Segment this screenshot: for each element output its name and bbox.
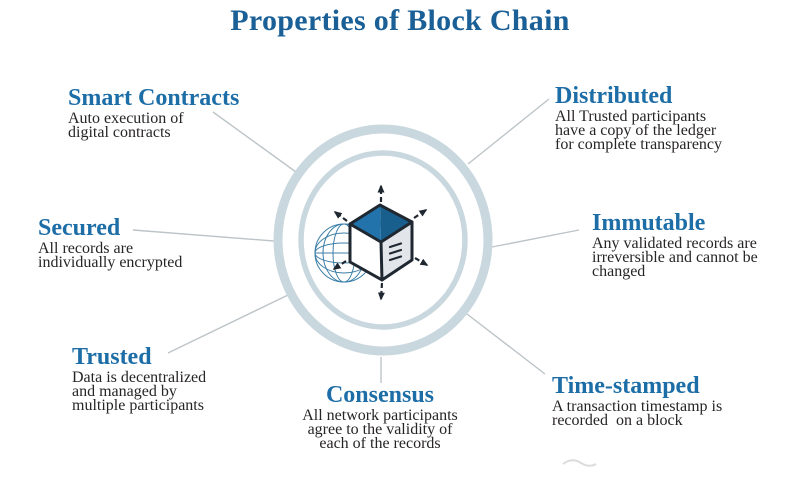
property-smart-contracts: Smart Contracts Auto execution of digita… xyxy=(68,85,240,142)
property-trusted-description: Data is decentralized and managed by mul… xyxy=(72,369,207,415)
connector-line-secured xyxy=(132,229,275,242)
blockchain-cube-icon xyxy=(348,203,414,282)
double-circle-rings xyxy=(273,124,493,356)
arrow-lower-right-icon xyxy=(414,257,429,266)
property-smart-contracts-title: Smart Contracts xyxy=(68,85,240,111)
connector-line-smart-contracts xyxy=(212,111,297,173)
property-consensus: Consensus All network participants agree… xyxy=(275,383,485,452)
property-consensus-description: All network participants agree to the va… xyxy=(302,407,458,453)
cube-list-lines-icon xyxy=(388,242,403,262)
connector-line-distributed xyxy=(467,98,550,165)
connector-line-time-stamped xyxy=(466,313,546,375)
connector-line-trusted xyxy=(167,294,289,354)
arrow-upper-right-icon xyxy=(413,209,428,219)
property-time-stamped: Time-stamped A transaction timestamp is … xyxy=(552,373,723,430)
direction-arrows-icon xyxy=(332,184,429,301)
connector-line-immutable xyxy=(491,229,580,248)
property-consensus-title: Consensus xyxy=(325,382,435,408)
arrow-upper-left-icon xyxy=(333,211,348,222)
faint-watermark xyxy=(562,459,597,467)
page-title: Properties of Block Chain xyxy=(230,4,570,37)
property-secured: Secured All records are individually enc… xyxy=(38,215,183,272)
property-distributed: Distributed All Trusted participants hav… xyxy=(555,84,722,153)
property-smart-contracts-description: Auto execution of digital contracts xyxy=(68,110,184,142)
property-immutable-title: Immutable xyxy=(592,210,706,236)
arrow-down-icon xyxy=(377,282,385,301)
property-distributed-description: All Trusted participants have a copy of … xyxy=(555,108,723,154)
property-time-stamped-description: A transaction timestamp is recorded on a… xyxy=(552,398,723,430)
property-secured-title: Secured xyxy=(38,215,121,241)
arrow-lower-left-icon xyxy=(332,260,347,270)
property-trusted: Trusted Data is decentralized and manage… xyxy=(72,345,206,414)
property-distributed-title: Distributed xyxy=(555,83,673,109)
property-immutable-description: Any validated records are irreversible a… xyxy=(592,235,758,281)
property-secured-description: All records are individually encrypted xyxy=(38,240,183,272)
property-time-stamped-title: Time-stamped xyxy=(552,373,700,399)
property-trusted-title: Trusted xyxy=(72,344,152,370)
property-immutable: Immutable Any validated records are irre… xyxy=(592,211,758,280)
